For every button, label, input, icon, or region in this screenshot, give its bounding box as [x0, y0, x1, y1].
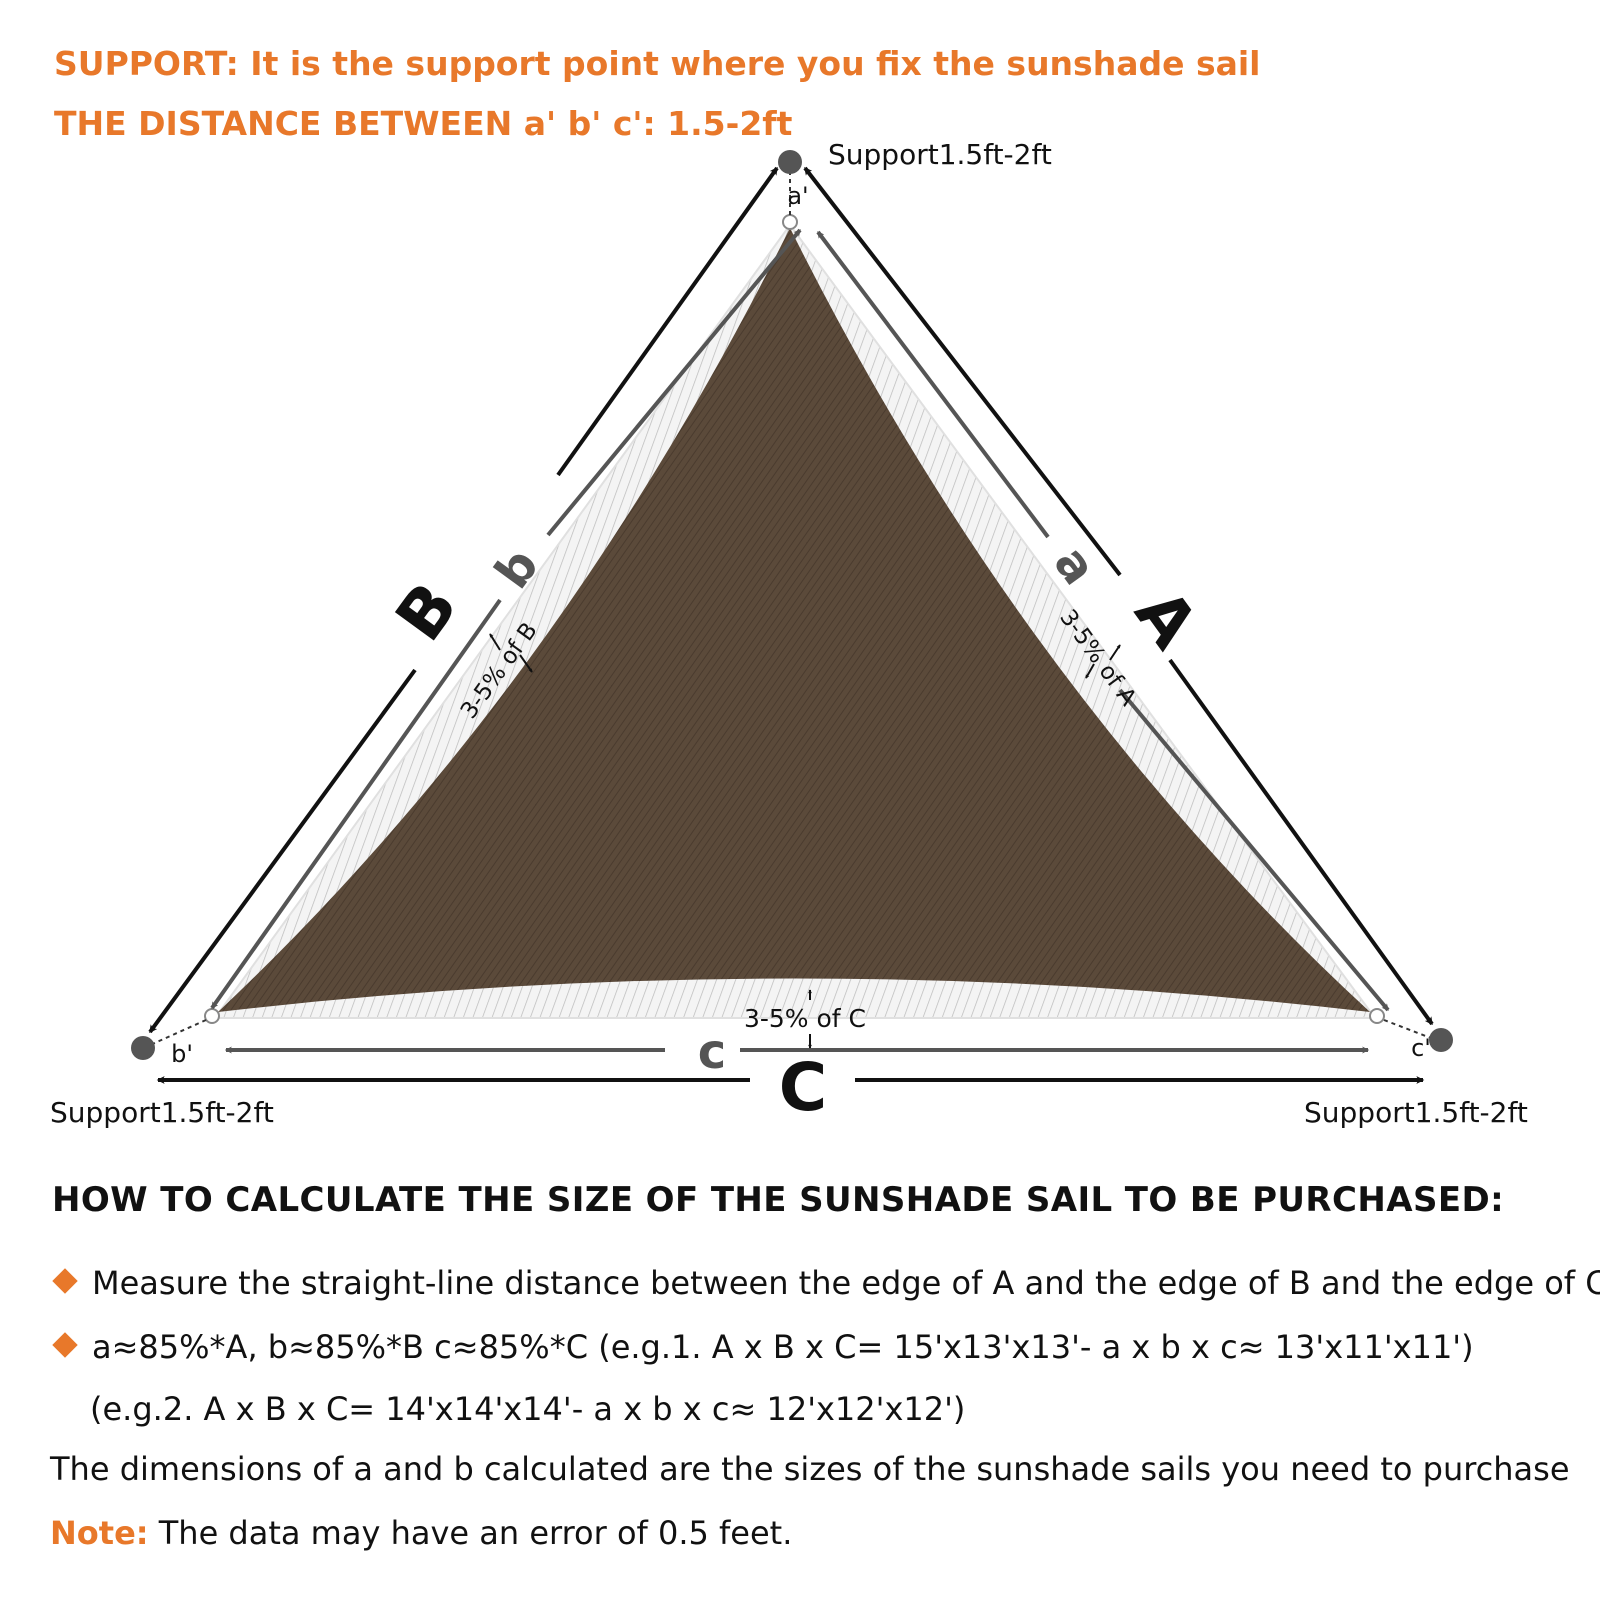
connector-right: [1383, 1019, 1437, 1041]
support-label-left: Support1.5ft-2ft: [50, 1096, 274, 1129]
note-text: The data may have an error of 0.5 feet.: [148, 1514, 793, 1552]
grommet-top: [782, 214, 798, 230]
sail-fabric: [218, 228, 1370, 1012]
outer-arrow-B-upper: [556, 166, 779, 477]
outer-arrow-B-lower: [148, 668, 417, 1034]
error-note: Note: The data may have an error of 0.5 …: [50, 1514, 792, 1552]
bullet-measure-text: Measure the straight-line distance betwe…: [92, 1264, 1600, 1302]
label-outer-C: C: [779, 1049, 827, 1126]
inner-arrow-b-lower: [210, 598, 502, 1010]
distance-definition: THE DISTANCE BETWEEN a' b' c': 1.5-2ft: [54, 104, 793, 143]
label-curve-c: 3-5% of C: [744, 1004, 866, 1033]
inner-arrow-b-upper: [546, 228, 802, 537]
bullet-formula: a≈85%*A, b≈85%*B c≈85%*C (e.g.1. A x B x…: [50, 1328, 1474, 1366]
formula-example-2: (e.g.2. A x B x C= 14'x14'x14'- a x b x …: [90, 1390, 966, 1428]
sunshade-sail-diagram: B A C b a c a' b' c' 3-5% of B 3-5% of A…: [131, 150, 1453, 1126]
bullet-formula-text: a≈85%*A, b≈85%*B c≈85%*C (e.g.1. A x B x…: [92, 1328, 1474, 1366]
diamond-bullet-icon: [52, 1332, 78, 1358]
curve-arrow-a-1: [1109, 644, 1121, 661]
diamond-bullet-icon: [52, 1268, 78, 1294]
label-inner-c: c: [698, 1024, 726, 1080]
bullet-measure: Measure the straight-line distance betwe…: [50, 1264, 1600, 1302]
outer-arrow-A-upper: [803, 166, 1122, 577]
support-point-right: [1429, 1028, 1453, 1052]
support-definition: SUPPORT: It is the support point where y…: [54, 44, 1261, 83]
label-corner-left: b': [171, 1040, 193, 1068]
instructions-title: HOW TO CALCULATE THE SIZE OF THE SUNSHAD…: [52, 1180, 1505, 1220]
label-corner-top: a': [787, 182, 808, 210]
inner-arrow-a-upper: [816, 230, 1050, 539]
curve-arrow-b-1: [489, 633, 501, 651]
label-corner-right: c': [1411, 1034, 1431, 1062]
connector-left: [147, 1019, 207, 1047]
support-label-top: Support1.5ft-2ft: [828, 138, 1052, 171]
support-point-left: [131, 1036, 155, 1060]
support-point-top: [778, 150, 802, 174]
outer-arrow-A-lower: [1168, 658, 1434, 1026]
grommet-left: [204, 1008, 220, 1024]
label-outer-A: A: [1120, 575, 1212, 662]
inner-arrow-a-lower: [1118, 688, 1390, 1012]
dimensions-note: The dimensions of a and b calculated are…: [50, 1450, 1570, 1488]
note-label: Note:: [50, 1514, 149, 1552]
curve-arrow-a-2: [1085, 663, 1095, 679]
label-outer-B: B: [381, 569, 473, 655]
grommet-right: [1369, 1008, 1385, 1024]
support-label-right: Support1.5ft-2ft: [1304, 1096, 1528, 1129]
curve-arrow-b-2: [519, 654, 533, 673]
